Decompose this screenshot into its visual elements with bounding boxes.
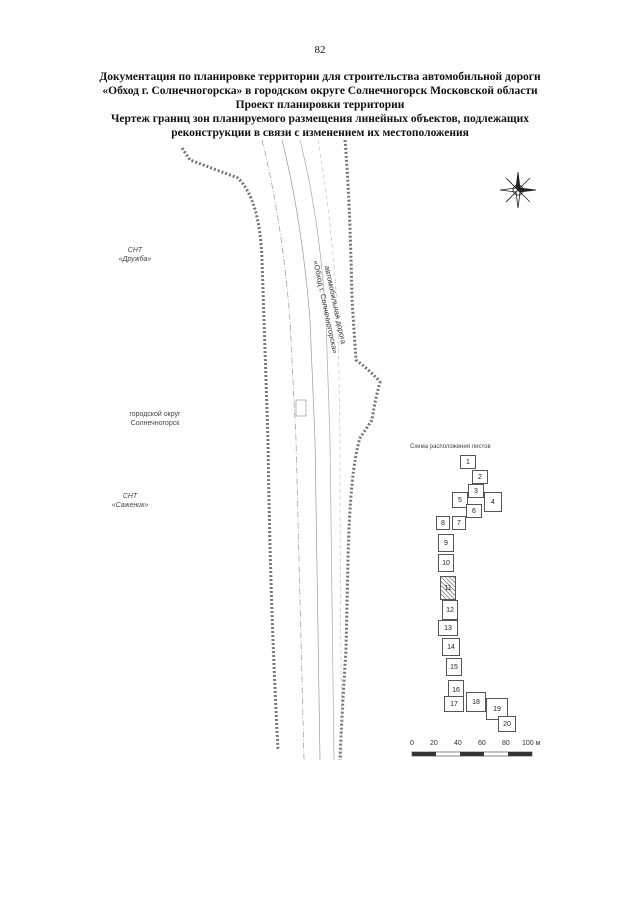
sheet-7: 7 (452, 516, 466, 530)
snt-druzhba-label-line-1: СНТ (127, 247, 143, 254)
document-title: Документация по планировке территории дл… (40, 70, 600, 140)
title-line-5: реконструкции в связи с изменением их ме… (171, 127, 469, 139)
title-line-4: Чертеж границ зон планируемого размещени… (110, 113, 530, 125)
scale-tick-100: 100 м (522, 740, 541, 747)
sheet-3: 3 (468, 484, 484, 498)
snt-sazhenik-label-line-2: «Саженик» (111, 502, 149, 509)
sheet-12: 12 (442, 600, 458, 620)
scale-tick-0: 0 (410, 740, 414, 747)
sheet-18: 18 (466, 692, 486, 712)
compass-icon (499, 171, 537, 209)
district-label: городской округ Солнечногорск (115, 410, 195, 428)
scale-bar (411, 751, 533, 757)
zone-boundary-right (338, 139, 382, 761)
district-label-line-2: Солнечногорск (130, 420, 180, 427)
snt-sazhenik-label: СНТ «Саженик» (100, 492, 160, 510)
scale-tick-60: 60 (478, 740, 486, 747)
sheet-11: 11 (440, 576, 456, 600)
snt-druzhba-label: СНТ «Дружба» (110, 246, 160, 264)
sheet-20: 20 (498, 716, 516, 732)
title-line-3: Проект планировки территории (235, 99, 405, 111)
district-label-line-1: городской округ (129, 411, 181, 418)
snt-druzhba-label-line-2: «Дружба» (118, 256, 152, 263)
title-line-1: Документация по планировке территории дл… (99, 71, 541, 83)
sheet-10: 10 (438, 554, 454, 572)
sheet-14: 14 (442, 638, 460, 656)
sheet-6: 6 (466, 504, 482, 518)
scale-tick-80: 80 (502, 740, 510, 747)
sheet-9: 9 (438, 534, 454, 552)
sheet-19: 19 (486, 698, 508, 720)
sheet-5: 5 (452, 492, 468, 508)
road-edge-2 (281, 139, 321, 761)
sheet-scheme-title: Схема расположения листов (410, 444, 491, 450)
road-edge-3 (299, 139, 335, 761)
road-structure (295, 399, 307, 417)
title-line-2: «Обход г. Солнечногорска» в городском ок… (102, 85, 538, 97)
sheet-15: 15 (446, 658, 462, 676)
scale-tick-20: 20 (430, 740, 438, 747)
scale-tick-40: 40 (454, 740, 462, 747)
sheet-17: 17 (444, 696, 464, 712)
sheet-1: 1 (460, 455, 476, 469)
page-number: 82 (314, 44, 326, 56)
sheet-8: 8 (436, 516, 450, 530)
road-edge-4 (317, 139, 343, 761)
sheet-2: 2 (472, 470, 488, 484)
sheet-13: 13 (438, 620, 458, 636)
road-edge-1 (261, 139, 305, 761)
sheet-4: 4 (484, 492, 502, 512)
snt-sazhenik-label-line-1: СНТ (122, 493, 138, 500)
zone-boundary-left (180, 147, 280, 751)
